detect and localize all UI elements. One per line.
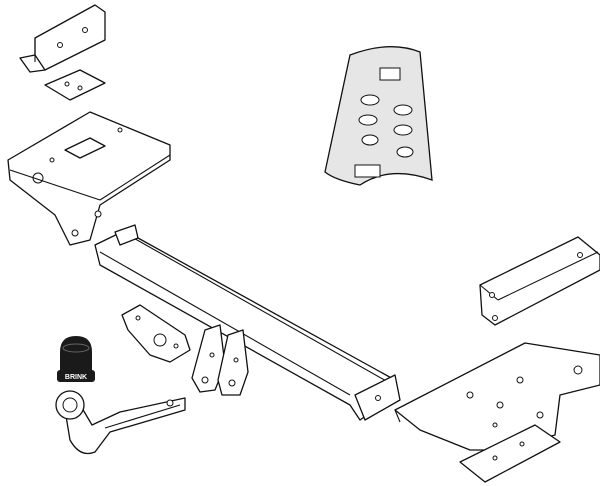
tow-ball-neck: [55, 390, 186, 455]
hardware-bag: [324, 46, 433, 186]
socket-bracket: [121, 304, 191, 363]
left-mounting-bracket: [7, 111, 171, 246]
bolt-icon: [379, 67, 401, 81]
tow-ball-cap: BRINK: [57, 336, 95, 382]
right-upper-bracket: [479, 236, 600, 326]
drop-brackets: [191, 324, 249, 396]
spacer-plate: [44, 69, 106, 101]
brink-logo: BRINK: [65, 374, 87, 381]
right-mounting-plate: [394, 342, 600, 451]
crossbar-beam: [94, 224, 401, 421]
angle-bracket: [19, 4, 106, 73]
bottom-plate: [459, 424, 561, 483]
